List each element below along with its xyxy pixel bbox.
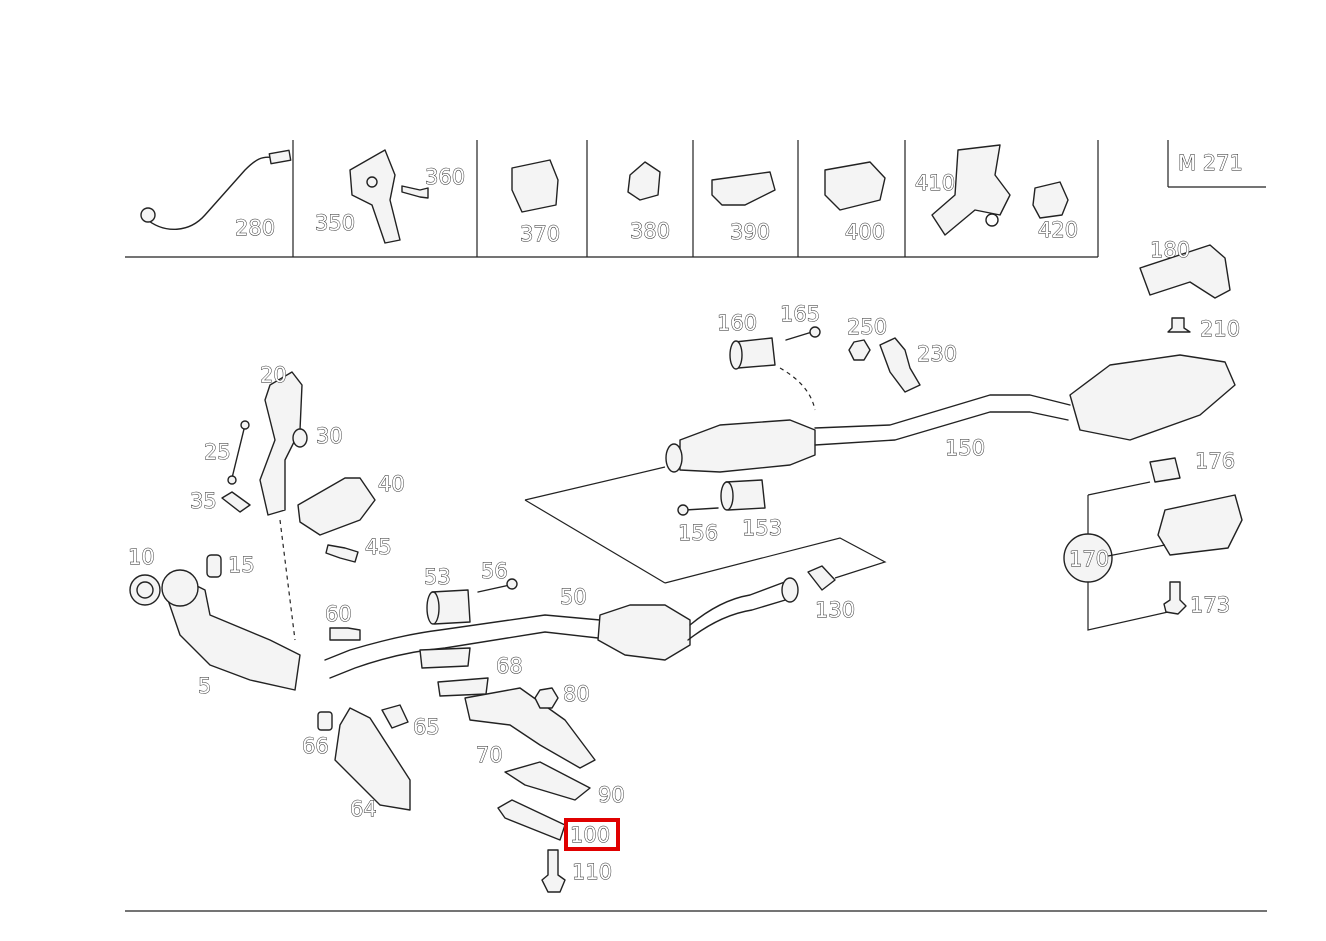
label-165[interactable]: 165 xyxy=(780,302,821,327)
label-66[interactable]: 66 xyxy=(302,734,330,759)
label-25[interactable]: 25 xyxy=(204,440,232,465)
engine-code: M 271 xyxy=(1178,151,1243,175)
label-50[interactable]: 50 xyxy=(560,585,588,610)
part-45-bolt[interactable] xyxy=(325,544,359,563)
label-70[interactable]: 70 xyxy=(476,743,504,768)
label-160[interactable]: 160 xyxy=(717,311,758,336)
part-280-oxygen-sensor[interactable] xyxy=(140,149,292,231)
label-53[interactable]: 53 xyxy=(424,565,452,590)
label-90[interactable]: 90 xyxy=(598,783,626,808)
label-64[interactable]: 64 xyxy=(350,797,378,822)
part-30-washer[interactable] xyxy=(292,428,308,448)
part-25-link[interactable] xyxy=(227,420,250,485)
part-35-screw[interactable] xyxy=(221,491,251,513)
part-150-intermediate-pipe[interactable] xyxy=(665,394,1071,473)
part-176-clip[interactable] xyxy=(1149,457,1181,483)
label-170[interactable]: 170 xyxy=(1069,547,1110,572)
part-160-rubber-mount[interactable] xyxy=(729,337,776,370)
part-53-rubber-mount[interactable] xyxy=(426,589,471,625)
part-60-bolt[interactable] xyxy=(329,627,361,641)
part-110-screw[interactable] xyxy=(541,849,566,893)
label-350[interactable]: 350 xyxy=(315,211,356,236)
part-10-gasket[interactable] xyxy=(129,574,161,606)
part-130-clamp[interactable] xyxy=(807,565,836,591)
label-60[interactable]: 60 xyxy=(325,602,353,627)
label-390[interactable]: 390 xyxy=(730,220,771,245)
part-15-nut[interactable] xyxy=(206,554,222,578)
part-40-engine-bracket[interactable] xyxy=(297,477,376,536)
part-360-bolt[interactable] xyxy=(401,185,429,199)
label-40[interactable]: 40 xyxy=(378,472,406,497)
label-176[interactable]: 176 xyxy=(1195,449,1236,474)
highlight-box-100 xyxy=(564,818,620,851)
part-210-screw[interactable] xyxy=(1167,317,1191,333)
label-156[interactable]: 156 xyxy=(678,521,719,546)
part-65-clip[interactable] xyxy=(381,704,409,729)
part-370-clamp[interactable] xyxy=(511,159,559,213)
leader-lines xyxy=(279,367,1169,641)
label-35[interactable]: 35 xyxy=(190,489,218,514)
label-20[interactable]: 20 xyxy=(260,363,288,388)
part-66-nut[interactable] xyxy=(317,711,333,731)
part-250-nut[interactable] xyxy=(848,339,871,361)
part-56-bolt[interactable] xyxy=(477,578,518,593)
catalytic-converter-front[interactable] xyxy=(597,577,799,661)
label-210[interactable]: 210 xyxy=(1200,317,1241,342)
label-280[interactable]: 280 xyxy=(235,216,276,241)
part-90-gasket[interactable] xyxy=(504,761,591,801)
part-64-heat-shield[interactable] xyxy=(334,707,411,811)
part-20-heat-shield[interactable] xyxy=(259,371,303,516)
rear-muffler[interactable] xyxy=(1069,354,1236,441)
label-65[interactable]: 65 xyxy=(413,715,441,740)
part-165-bolt[interactable] xyxy=(785,326,821,341)
part-80-nut[interactable] xyxy=(534,687,559,709)
label-100[interactable]: 100 xyxy=(570,823,611,848)
label-380[interactable]: 380 xyxy=(630,219,671,244)
label-5[interactable]: 5 xyxy=(198,674,212,699)
part-50-front-pipe[interactable] xyxy=(324,614,601,679)
label-68[interactable]: 68 xyxy=(496,654,524,679)
part-5-manifold-converter[interactable] xyxy=(161,569,301,691)
label-30[interactable]: 30 xyxy=(316,424,344,449)
label-80[interactable]: 80 xyxy=(563,682,591,707)
label-420[interactable]: 420 xyxy=(1038,218,1079,243)
label-56[interactable]: 56 xyxy=(481,559,509,584)
part-173-screw[interactable] xyxy=(1163,581,1187,615)
label-230[interactable]: 230 xyxy=(917,342,958,367)
part-420-bracket[interactable] xyxy=(1032,181,1069,219)
label-110[interactable]: 110 xyxy=(572,860,613,885)
part-100-plate[interactable] xyxy=(497,799,566,841)
label-250[interactable]: 250 xyxy=(847,315,888,340)
label-130[interactable]: 130 xyxy=(815,598,856,623)
part-390-clamp[interactable] xyxy=(711,171,776,206)
part-410-hanger[interactable] xyxy=(931,144,1011,236)
label-173[interactable]: 173 xyxy=(1190,593,1231,618)
label-10[interactable]: 10 xyxy=(128,545,156,570)
label-180[interactable]: 180 xyxy=(1150,238,1191,263)
label-150[interactable]: 150 xyxy=(945,436,986,461)
label-360[interactable]: 360 xyxy=(425,165,466,190)
part-153-rubber-mount[interactable] xyxy=(720,479,766,511)
part-380-rubber-mount[interactable] xyxy=(627,161,661,201)
part-350-bracket[interactable] xyxy=(349,149,401,244)
header-panel xyxy=(125,140,1099,258)
part-156-bolt[interactable] xyxy=(677,504,719,516)
part-230-bracket[interactable] xyxy=(879,337,921,393)
engine-code-box: M 271 xyxy=(1167,140,1266,188)
label-153[interactable]: 153 xyxy=(742,516,783,541)
label-15[interactable]: 15 xyxy=(228,553,256,578)
label-400[interactable]: 400 xyxy=(845,220,886,245)
label-45[interactable]: 45 xyxy=(365,535,393,560)
part-400-holder[interactable] xyxy=(824,161,886,211)
part-170-rear-muffler-assembly[interactable] xyxy=(1063,494,1243,583)
label-370[interactable]: 370 xyxy=(520,222,561,247)
part-68-clamp[interactable] xyxy=(419,647,489,697)
part-180-hanger[interactable] xyxy=(1139,244,1231,299)
label-410[interactable]: 410 xyxy=(915,171,956,196)
